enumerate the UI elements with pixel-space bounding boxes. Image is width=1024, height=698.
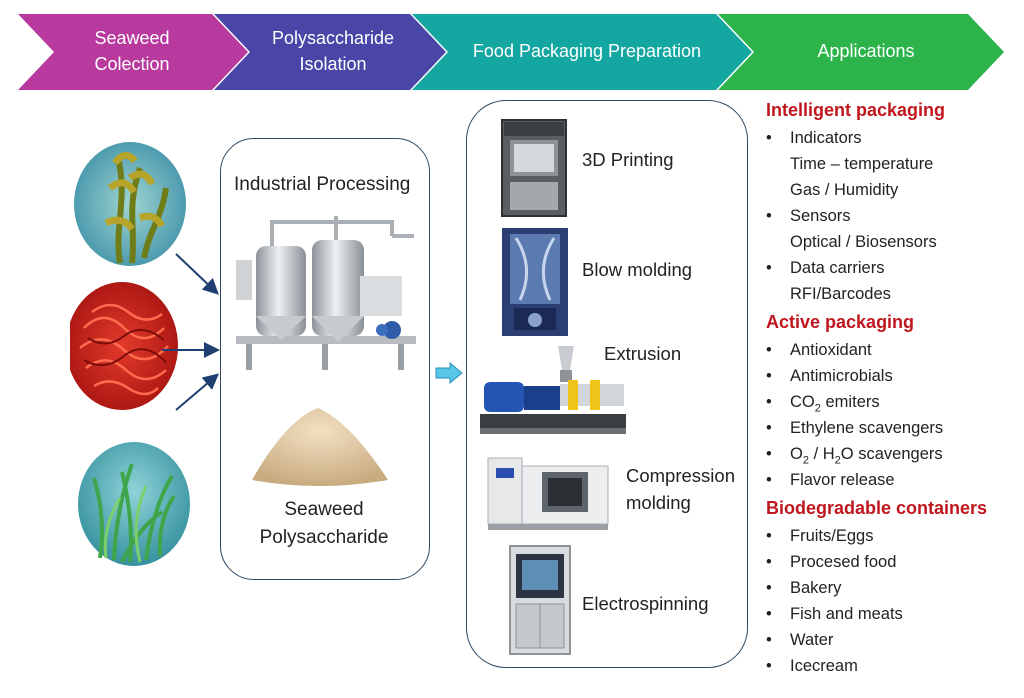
app-item-antimicrobials: •Antimicrobials bbox=[766, 367, 893, 385]
step-seaweed-collection-chevron bbox=[18, 14, 248, 90]
arrow-from-kelp bbox=[175, 253, 219, 295]
to-packaging-arrow bbox=[435, 362, 463, 384]
method-electrospinning-label: Electrospinning bbox=[582, 593, 709, 614]
step-polysaccharide-isolation-chevron bbox=[214, 14, 446, 90]
kelp-seaweed-image bbox=[74, 142, 186, 266]
step-food-packaging-preparation-chevron bbox=[412, 14, 752, 90]
app-sub-gas-humidity: Gas / Humidity bbox=[790, 181, 899, 199]
app-item-fruits-eggs: •Fruits/Eggs bbox=[766, 527, 874, 545]
app-sub-optical-biosensors: Optical / Biosensors bbox=[790, 233, 937, 251]
step-label-applications: Applications bbox=[817, 41, 915, 61]
step-label-seaweed-collection: Seaweed Colection bbox=[94, 28, 170, 74]
app-item-flavor-release: •Flavor release bbox=[766, 471, 895, 489]
arrow-from-seagrass bbox=[175, 373, 220, 411]
method-3d-printing-label: 3D Printing bbox=[582, 149, 674, 170]
biodegradable-containers-heading: Biodegradable containers bbox=[766, 498, 988, 518]
app-sub-rfi-barcodes: RFI/Barcodes bbox=[790, 285, 891, 303]
red-seaweed-image bbox=[70, 282, 178, 410]
app-item-indicators: •Indicators bbox=[766, 129, 862, 147]
app-item-antioxidant: •Antioxidant bbox=[766, 341, 872, 359]
app-item-co2-emiters: •CO2 emiters bbox=[766, 393, 880, 415]
compression-molder-icon bbox=[487, 457, 609, 530]
polysaccharide-powder-icon bbox=[252, 408, 388, 486]
3d-printer-icon bbox=[501, 119, 567, 217]
app-item-o2-h2o-scavengers: •O2 / H2O scavengers bbox=[766, 445, 943, 467]
app-item-ethylene-scavengers: •Ethylene scavengers bbox=[766, 419, 944, 437]
app-item-data-carriers: •Data carriers bbox=[766, 259, 885, 277]
input-arrows bbox=[162, 253, 220, 411]
step-label-polysaccharide-isolation: Polysaccharide Isolation bbox=[271, 28, 395, 74]
step-label-food-packaging-preparation: Food Packaging Preparation bbox=[472, 41, 702, 61]
app-item-fish-and-meats: •Fish and meats bbox=[766, 605, 903, 623]
app-item-procesed-food: •Procesed food bbox=[766, 553, 897, 571]
app-item-water: •Water bbox=[766, 631, 834, 649]
method-extrusion-label: Extrusion bbox=[604, 343, 682, 364]
seaweed-polysaccharide-label: Seaweed Polysaccharide bbox=[259, 499, 389, 548]
seaweed-images bbox=[70, 142, 190, 566]
blow-molding-machine-icon bbox=[502, 228, 568, 336]
processing-plant-icon bbox=[236, 216, 416, 370]
method-compression-molding-label: Compression molding bbox=[626, 465, 735, 513]
extruder-icon bbox=[480, 346, 626, 434]
step-applications-chevron bbox=[718, 14, 1004, 90]
electrospinning-unit-icon bbox=[509, 545, 571, 655]
app-sub-time-temperature: Time – temperature bbox=[790, 155, 934, 173]
seagrass-seaweed-image bbox=[78, 442, 190, 566]
app-item-sensors: •Sensors bbox=[766, 207, 851, 225]
active-packaging-heading: Active packaging bbox=[766, 312, 915, 332]
industrial-processing-title: Industrial Processing bbox=[234, 174, 411, 195]
app-item-bakery: •Bakery bbox=[766, 579, 842, 597]
method-blow-molding-label: Blow molding bbox=[582, 259, 693, 280]
intelligent-packaging-heading: Intelligent packaging bbox=[766, 100, 946, 120]
app-item-icecream: •Icecream bbox=[766, 657, 858, 675]
process-banner bbox=[18, 14, 1004, 90]
